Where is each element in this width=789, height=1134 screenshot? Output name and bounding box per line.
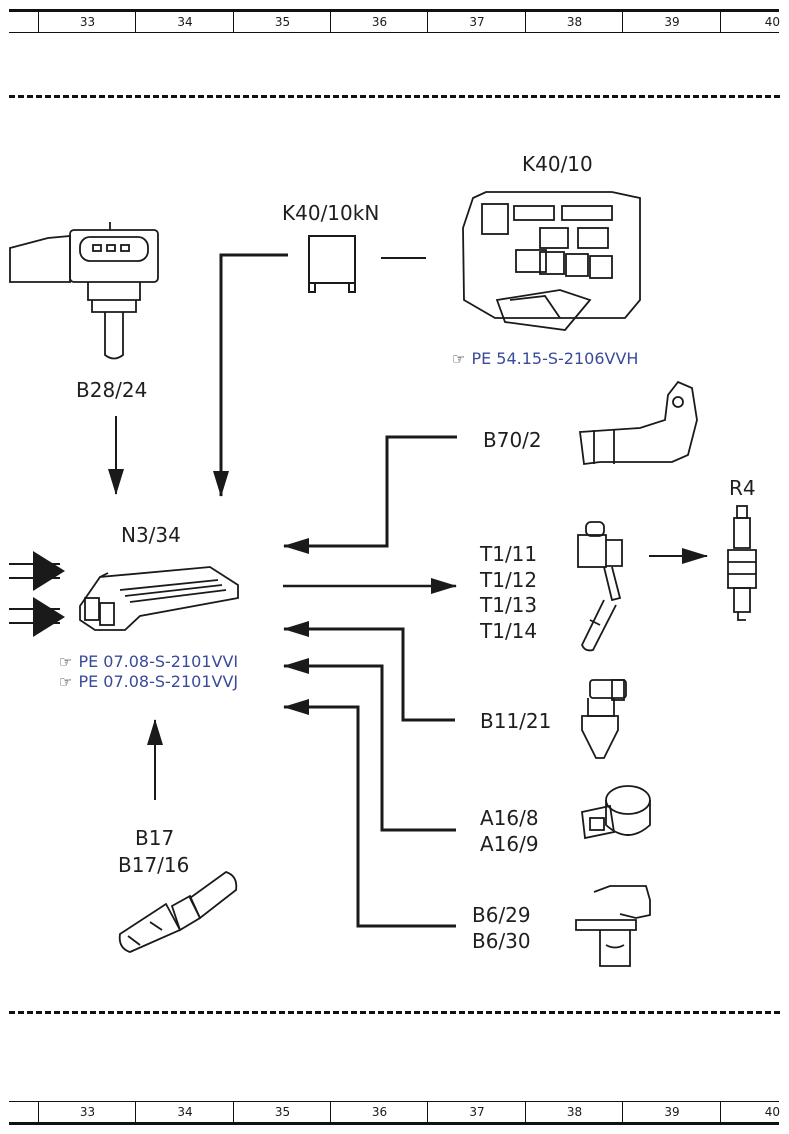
ruler-cell: 35 [233, 12, 331, 32]
pointing-hand-icon: ☞ [452, 350, 466, 368]
ruler-cell: 40 [720, 12, 780, 32]
ruler-cell: 34 [135, 12, 234, 32]
component-label-n3-34: N3/34 [121, 523, 181, 547]
fuse-relay-module-icon [462, 191, 641, 331]
pressure-sensor-icon [9, 222, 159, 360]
ruler-cell: 38 [525, 12, 623, 32]
column-ruler-bottom: 33 34 35 36 37 38 39 40 [9, 1101, 780, 1125]
pointing-hand-icon: ☞ [59, 673, 73, 691]
input-arrowhead-1 [33, 551, 65, 591]
component-label-b70-2: B70/2 [483, 428, 542, 452]
ruler-cell: 36 [330, 1102, 428, 1122]
component-label-b17-16: B17/16 [118, 853, 190, 877]
ruler-cell: 36 [330, 12, 428, 32]
component-label-a16-8: A16/8 [480, 806, 539, 830]
reference-text: PE 07.08-S-2101VVJ [78, 672, 239, 691]
component-label-b6-29: B6/29 [472, 903, 531, 927]
ruler-cell: 35 [233, 1102, 331, 1122]
input-arrowhead-2 [33, 597, 65, 637]
section-divider-bottom [9, 1011, 780, 1014]
component-label-b17: B17 [135, 826, 175, 850]
ruler-cell: 34 [135, 1102, 234, 1122]
engine-control-unit-icon [79, 566, 239, 631]
ruler-cell: 40 [720, 1102, 780, 1122]
ruler-cell: 33 [38, 12, 136, 32]
temperature-sensor-icon [581, 679, 627, 759]
component-label-b6-30: B6/30 [472, 929, 531, 953]
component-label-a16-9: A16/9 [480, 832, 539, 856]
component-label-t1-14: T1/14 [480, 619, 538, 643]
section-divider-top [9, 95, 780, 98]
knock-sensor-icon [581, 785, 651, 840]
column-ruler-top: 33 34 35 36 37 38 39 40 [9, 9, 780, 33]
component-label-k40-10: K40/10 [522, 152, 593, 176]
intake-air-temperature-sensor-icon [118, 871, 238, 953]
reference-n3-b[interactable]: ☞ PE 07.08-S-2101VVJ [59, 672, 238, 691]
ruler-cell: 39 [622, 12, 721, 32]
component-label-k40-10kn: K40/10kN [282, 201, 380, 225]
ruler-cell: 33 [38, 1102, 136, 1122]
pointing-hand-icon: ☞ [59, 653, 73, 671]
ruler-cell: 37 [427, 12, 526, 32]
ignition-coil-icon [577, 521, 623, 652]
signal-arrow-b11-21 [283, 621, 455, 722]
signal-arrow-b6 [283, 699, 456, 928]
reference-text: PE 07.08-S-2101VVI [78, 652, 239, 671]
camshaft-sensor-icon [575, 885, 651, 967]
reference-k40[interactable]: ☞ PE 54.15-S-2106VVH [452, 349, 638, 368]
reference-text: PE 54.15-S-2106VVH [471, 349, 639, 368]
spark-plug-icon [727, 505, 757, 621]
component-label-r4: R4 [729, 476, 756, 500]
component-label-b28-24: B28/24 [76, 378, 148, 402]
signal-arrow-b70-2 [283, 435, 457, 554]
component-label-b11-21: B11/21 [480, 709, 552, 733]
component-label-t1-13: T1/13 [480, 593, 538, 617]
component-label-t1-12: T1/12 [480, 568, 538, 592]
relay-icon [308, 235, 356, 293]
component-label-t1-11: T1/11 [480, 542, 538, 566]
ruler-cell: 37 [427, 1102, 526, 1122]
ruler-cell: 39 [622, 1102, 721, 1122]
reference-n3-a[interactable]: ☞ PE 07.08-S-2101VVI [59, 652, 238, 671]
signal-arrow-k40-10kn [213, 253, 288, 497]
crankshaft-sensor-icon [578, 380, 698, 466]
ruler-cell: 38 [525, 1102, 623, 1122]
signal-arrow-a16 [283, 658, 456, 832]
